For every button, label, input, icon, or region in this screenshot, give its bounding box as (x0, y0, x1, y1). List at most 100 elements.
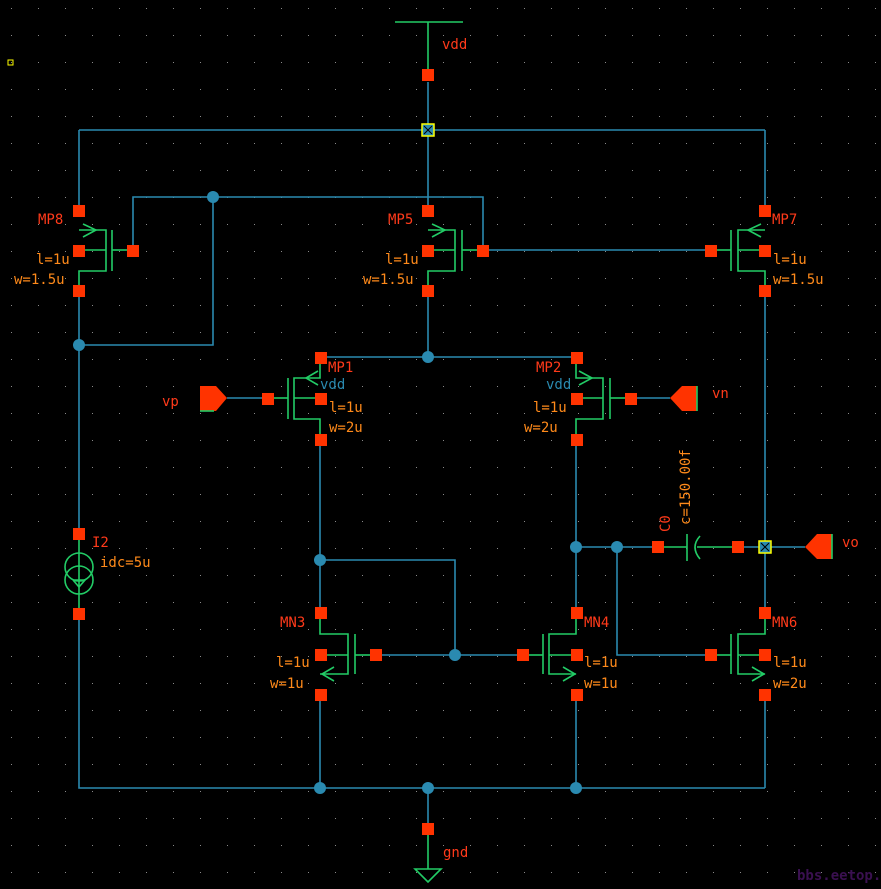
grid-dot (227, 629, 228, 630)
grid-dot (281, 818, 282, 819)
transistor-mn4[interactable]: MN4 l=1u w=1u (517, 607, 618, 701)
grid-dot (92, 872, 93, 873)
grid-dot (713, 413, 714, 414)
grid-dot (65, 656, 66, 657)
grid-dot (848, 683, 849, 684)
grid-dot (362, 224, 363, 225)
wires (78, 82, 805, 828)
grid-dot (308, 629, 309, 630)
grid-dot (497, 845, 498, 846)
grid-dot (497, 818, 498, 819)
vdd-supply[interactable]: vdd (395, 21, 467, 81)
transistor-mn6[interactable]: MN6 l=1u w=2u (705, 607, 807, 701)
port-vn[interactable]: vn (670, 386, 729, 411)
grid-dot (524, 548, 525, 549)
current-source-i2[interactable]: I2 idc=5u (64, 528, 151, 620)
grid-dot (497, 521, 498, 522)
grid-dot (362, 494, 363, 495)
grid-dot (281, 386, 282, 387)
grid-dot (578, 35, 579, 36)
grid-dot (173, 791, 174, 792)
grid-dot (524, 197, 525, 198)
grid-dot (92, 467, 93, 468)
grid-dot (389, 467, 390, 468)
grid-dot (173, 629, 174, 630)
grid-dot (632, 35, 633, 36)
grid-dot (38, 62, 39, 63)
grid-dot (335, 8, 336, 9)
grid-dot (551, 737, 552, 738)
grid-dot (65, 116, 66, 117)
transistor-mn3[interactable]: MN3 l=1u w=1u (270, 607, 382, 701)
grid-dot (794, 35, 795, 36)
grid-dot (605, 710, 606, 711)
grid-dot (551, 170, 552, 171)
grid-dot (119, 629, 120, 630)
grid-dot (362, 818, 363, 819)
grid-dot (335, 440, 336, 441)
grid-dot (470, 116, 471, 117)
gnd-supply[interactable]: gnd (413, 823, 468, 884)
grid-dot (227, 845, 228, 846)
grid-dot (254, 413, 255, 414)
grid-dot (11, 305, 12, 306)
grid-dot (416, 224, 417, 225)
grid-dot (119, 251, 120, 252)
grid-dot (524, 629, 525, 630)
grid-dot (605, 197, 606, 198)
grid-dot (11, 818, 12, 819)
mn4-name: MN4 (584, 615, 609, 631)
capacitor-c0[interactable]: C0 c=150.00f (652, 449, 744, 561)
transistor-mp7[interactable]: MP7 l=1u w=1.5u (705, 205, 824, 297)
grid-dot (389, 89, 390, 90)
grid-dot (470, 845, 471, 846)
grid-dot (794, 818, 795, 819)
grid-dot (335, 575, 336, 576)
grid-dot (632, 170, 633, 171)
grid-dot (713, 386, 714, 387)
grid-dot (389, 683, 390, 684)
grid-dot (632, 710, 633, 711)
grid-dot (254, 359, 255, 360)
probe-marker-vo[interactable] (758, 540, 772, 554)
grid-dot (551, 656, 552, 657)
grid-dot (659, 332, 660, 333)
grid-dot (146, 872, 147, 873)
grid-dot (686, 35, 687, 36)
port-vo[interactable]: vo (805, 534, 859, 559)
grid-dot (686, 521, 687, 522)
grid-dot (524, 224, 525, 225)
grid-dot (281, 710, 282, 711)
transistor-mp2[interactable]: MP2 vdd l=1u w=2u (524, 352, 637, 446)
grid-dot (605, 8, 606, 9)
grid-dot (470, 8, 471, 9)
grid-dot (281, 62, 282, 63)
grid-dot (605, 224, 606, 225)
grid-dot (173, 332, 174, 333)
grid-dot (686, 710, 687, 711)
transistor-mp1[interactable]: MP1 vdd l=1u w=2u (262, 352, 363, 446)
grid-dot (443, 143, 444, 144)
grid-dot (848, 386, 849, 387)
grid-dot (470, 602, 471, 603)
port-vp[interactable]: vp (162, 386, 227, 412)
grid-dot (713, 143, 714, 144)
transistor-mp5[interactable]: MP5 l=1u w=1.5u (363, 205, 489, 297)
grid-dot (605, 575, 606, 576)
transistor-mp8[interactable]: MP8 l=1u w=1.5u (14, 205, 139, 297)
grid-dot (713, 575, 714, 576)
grid-dot (416, 413, 417, 414)
probe-marker-vdd[interactable] (421, 123, 435, 137)
grid-dot (308, 845, 309, 846)
grid-dot (794, 494, 795, 495)
grid-dot (767, 521, 768, 522)
grid-dot (713, 305, 714, 306)
grid-dot (848, 548, 849, 549)
grid-dot (821, 521, 822, 522)
grid-dot (875, 683, 876, 684)
grid-dot (173, 467, 174, 468)
grid-dot (686, 872, 687, 873)
grid-dot (740, 764, 741, 765)
grid-dot (605, 251, 606, 252)
